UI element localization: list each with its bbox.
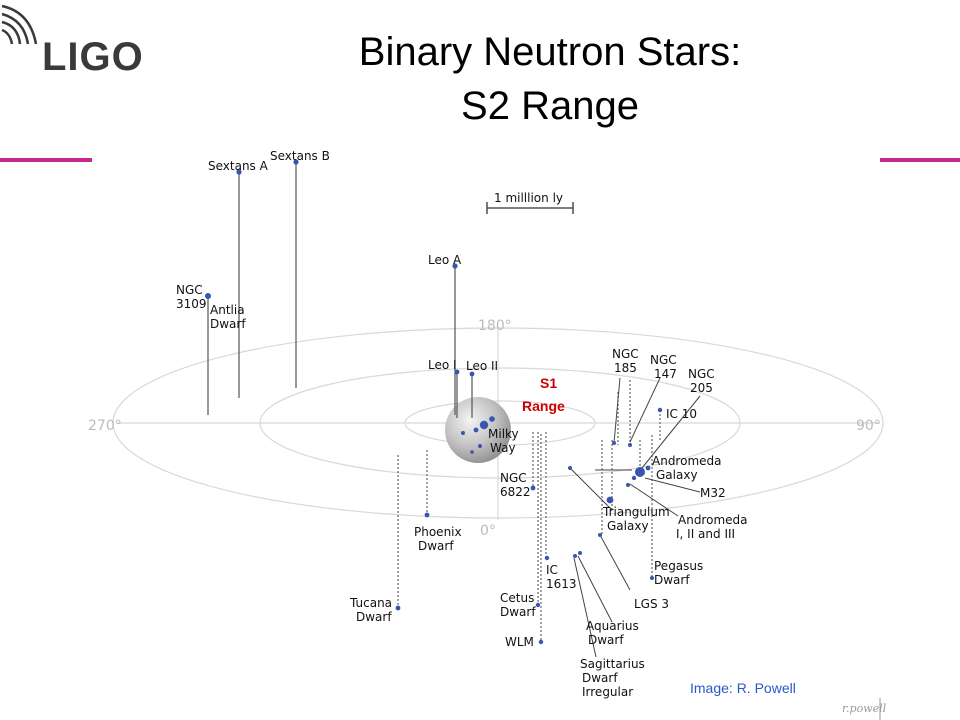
label-leo-a: Leo A: [428, 253, 462, 267]
label-ngc6822-1: NGC: [500, 471, 527, 485]
image-credit: Image: R. Powell: [690, 680, 796, 696]
title-line-2: S2 Range: [461, 84, 639, 128]
label-andromeda-iii-1: Andromeda: [678, 513, 748, 527]
drop-lines-solid: [207, 162, 473, 418]
label-ngc185-2: 185: [614, 361, 637, 375]
label-ngc205-2: 205: [690, 381, 713, 395]
label-leo-i: Leo I: [428, 358, 457, 372]
label-sextans-b: Sextans B: [270, 149, 330, 163]
logo-arcs-icon: [1, 4, 38, 45]
label-pegasus-1: Pegasus: [654, 559, 703, 573]
label-andromeda-1: Andromeda: [652, 454, 722, 468]
label-leo-ii: Leo II: [466, 359, 498, 373]
label-triangulum-2: Galaxy: [607, 519, 649, 533]
label-phoenix-1: Phoenix: [414, 525, 462, 539]
accent-rule-right: [880, 158, 960, 162]
label-tucana-1: Tucana: [349, 596, 392, 610]
label-sagittarius-3: Irregular: [582, 685, 633, 699]
label-ic10: IC 10: [666, 407, 697, 421]
label-ic1613-2: 1613: [546, 577, 577, 591]
degree-label-180: 180°: [478, 318, 512, 334]
degree-label-90: 90°: [856, 418, 881, 434]
label-antlia-1: Antlia: [210, 303, 245, 317]
s1-label-line-1: S1: [540, 375, 557, 391]
logo-text: LIGO: [42, 35, 144, 79]
label-milky-way-1: Milky: [488, 427, 519, 441]
title-line-1: Binary Neutron Stars:: [358, 30, 742, 74]
label-triangulum-1: Triangulum: [602, 505, 670, 519]
galaxy-dots: [205, 159, 663, 645]
label-aquarius-2: Dwarf: [588, 633, 624, 647]
label-ngc3109-2: 3109: [176, 297, 207, 311]
label-sagittarius-2: Dwarf: [582, 671, 618, 685]
label-lgs3: LGS 3: [634, 597, 669, 611]
galaxy-labels: Sextans A Sextans B Leo A NGC 3109 Antli…: [176, 149, 748, 699]
label-ngc3109-1: NGC: [176, 283, 203, 297]
label-andromeda-2: Galaxy: [656, 468, 698, 482]
degree-label-270: 270°: [88, 418, 122, 434]
page-title: Binary Neutron Stars: S2 Range: [250, 25, 850, 133]
s1-label-line-2: Range: [522, 398, 565, 414]
signature: r.powell: [842, 702, 887, 715]
label-cetus-2: Dwarf: [500, 605, 536, 619]
label-antlia-2: Dwarf: [210, 317, 246, 331]
scale-bar: 1 milllion ly: [486, 191, 574, 214]
label-pegasus-2: Dwarf: [654, 573, 690, 587]
degree-label-0: 0°: [480, 523, 496, 539]
accent-rule-left: [0, 158, 92, 162]
label-sagittarius-1: Sagittarius: [580, 657, 645, 671]
label-wlm: WLM: [505, 635, 534, 649]
scale-label: 1 milllion ly: [494, 191, 563, 205]
label-andromeda-iii-2: I, II and III: [676, 527, 735, 541]
label-ic1613-1: IC: [546, 563, 558, 577]
label-aquarius-1: Aquarius: [586, 619, 639, 633]
label-tucana-2: Dwarf: [356, 610, 392, 624]
leader-lines: [569, 377, 701, 658]
label-ngc6822-2: 6822: [500, 485, 531, 499]
label-cetus-1: Cetus: [500, 591, 534, 605]
label-milky-way-2: Way: [490, 441, 516, 455]
label-ngc147-1: NGC: [650, 353, 677, 367]
drop-lines-dotted: [397, 380, 661, 642]
label-ngc205-1: NGC: [688, 367, 715, 381]
label-m32: M32: [700, 486, 726, 500]
label-ngc185-1: NGC: [612, 347, 639, 361]
label-phoenix-2: Dwarf: [418, 539, 454, 553]
label-sextans-a: Sextans A: [208, 159, 269, 173]
label-ngc147-2: 147: [654, 367, 677, 381]
